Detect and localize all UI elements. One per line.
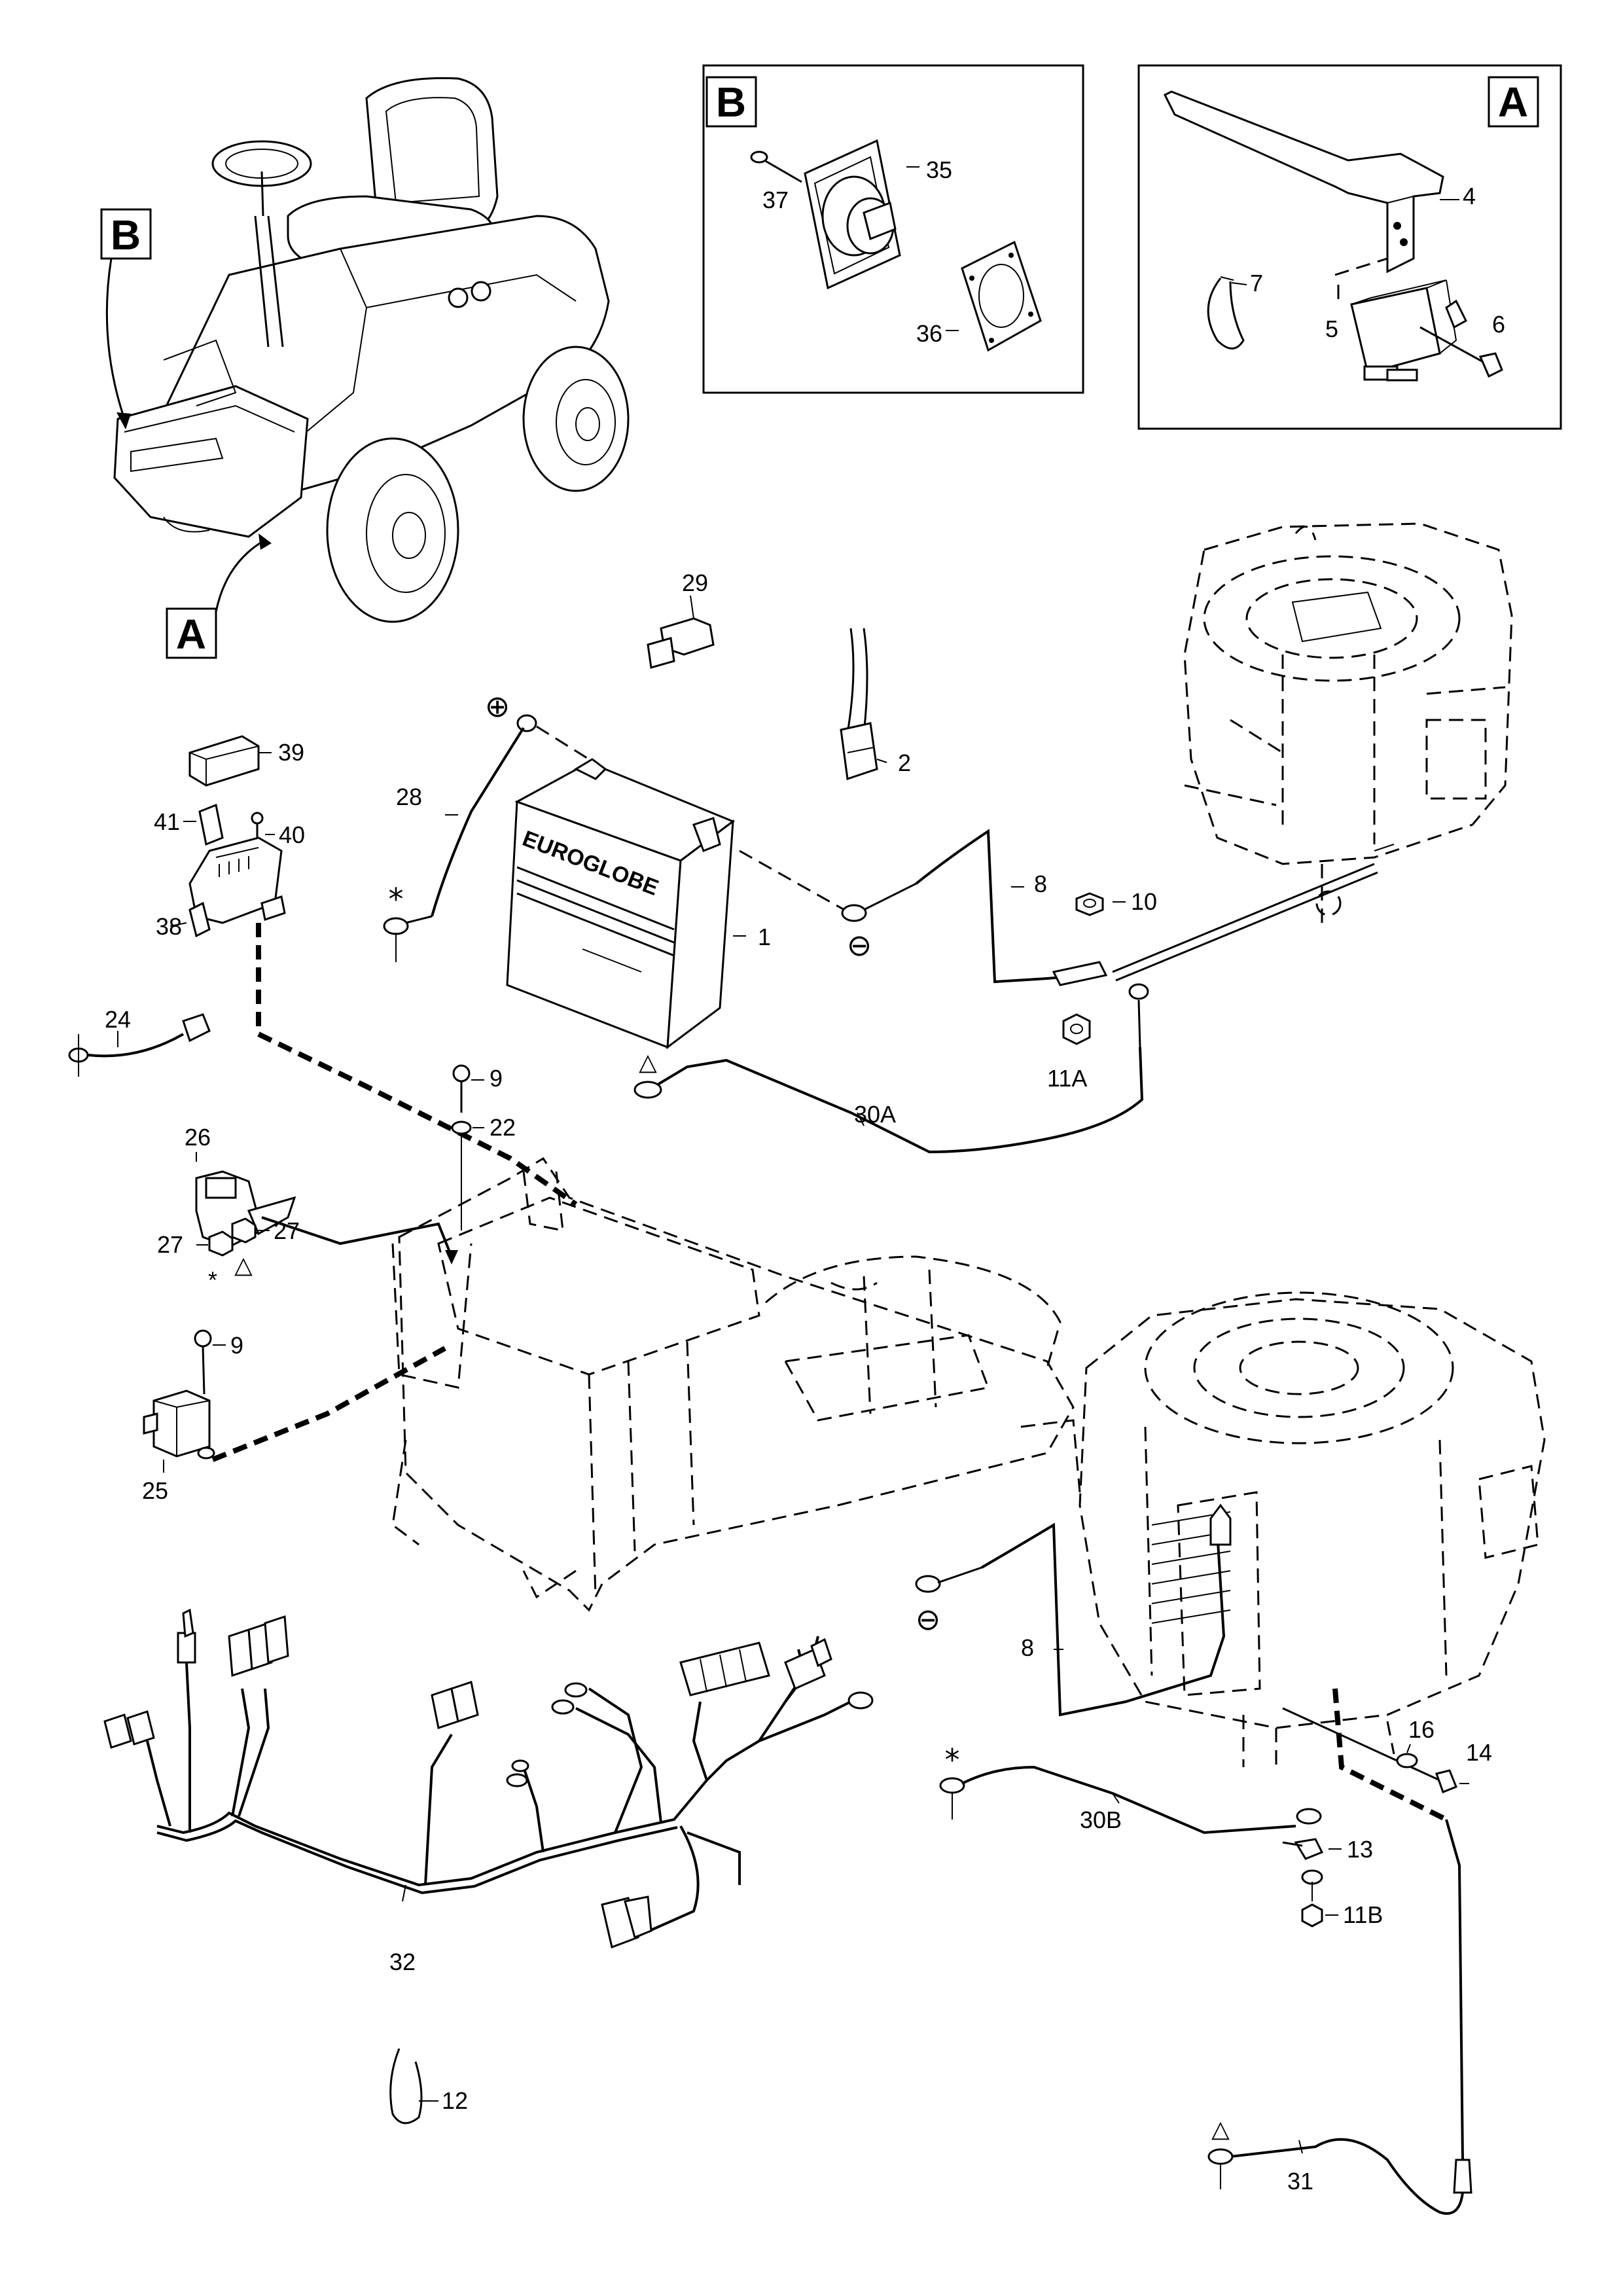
detail-view-b: B 37 35 36 xyxy=(702,64,1084,394)
ground-triangle-31: △ xyxy=(1211,2115,1230,2142)
fuse-holder-29 xyxy=(647,595,715,669)
riding-mower-illustration xyxy=(113,77,630,623)
cable-tie-12 xyxy=(389,2048,438,2125)
callout-35: 35 xyxy=(926,156,952,183)
mower-pointer-b-label: B xyxy=(111,211,141,259)
strap-2 xyxy=(840,628,887,780)
negative-terminal-symbol: ⊖ xyxy=(847,927,872,963)
positive-cable-28 xyxy=(383,714,590,962)
detail-b-label: B xyxy=(716,79,746,126)
chassis-frame-outline xyxy=(391,1157,1081,1612)
callout-41: 41 xyxy=(154,808,180,835)
callout-27-right: 27 xyxy=(274,1217,300,1244)
callout-6: 6 xyxy=(1492,311,1505,338)
callout-13: 13 xyxy=(1347,1836,1373,1863)
washer-16 xyxy=(1396,1744,1418,1768)
cover-39 xyxy=(188,735,272,787)
nut-27-left xyxy=(196,1230,234,1257)
callout-38: 38 xyxy=(156,913,182,940)
positive-terminal-symbol: ⊕ xyxy=(485,689,510,724)
callout-11a: 11A xyxy=(1047,1065,1087,1092)
callout-28: 28 xyxy=(396,783,422,810)
negative-cable-8-lower xyxy=(915,1503,1232,1717)
screw-37 xyxy=(750,151,802,183)
mower-pointer-a: A xyxy=(166,533,272,659)
callout-7: 7 xyxy=(1250,270,1263,296)
relay-26 xyxy=(195,1152,458,1265)
lower-engine-outline xyxy=(1079,1291,1546,1767)
bracket-4 xyxy=(1163,90,1459,274)
engine-ground-strap xyxy=(1112,844,1395,982)
battery-1: EUROGLOBE xyxy=(506,758,746,1050)
callout-11b: 11B xyxy=(1343,1901,1383,1928)
nut-10 xyxy=(1075,892,1126,916)
callout-4: 4 xyxy=(1463,183,1476,209)
callout-30a: 30A xyxy=(854,1101,896,1128)
fuse-block-38 xyxy=(169,836,578,1207)
callout-8-upper: 8 xyxy=(1034,870,1047,897)
ground-cable-30a xyxy=(633,983,1149,1154)
callout-22: 22 xyxy=(490,1114,516,1141)
callout-24: 24 xyxy=(105,1006,131,1033)
callout-39: 39 xyxy=(278,739,304,766)
ignition-switch-35 xyxy=(804,139,901,290)
wiring-harness-32 xyxy=(103,1608,874,1949)
callout-32: 32 xyxy=(389,1948,416,1975)
cable-tie-7 xyxy=(1207,276,1247,350)
callout-40: 40 xyxy=(279,821,305,848)
wire-24 xyxy=(68,1013,211,1077)
ground-triangle-30a: △ xyxy=(639,1049,657,1075)
terminal-13 xyxy=(1282,1838,1342,1860)
nut-11a xyxy=(1062,1013,1091,1045)
ground-triangle-27: △ xyxy=(234,1251,253,1278)
washer-22 xyxy=(451,1121,484,1230)
callout-31: 31 xyxy=(1287,2168,1313,2195)
ground-star-27: * xyxy=(208,1266,217,1293)
ground-star-30b: * xyxy=(945,1742,960,1778)
callout-25: 25 xyxy=(142,1477,168,1504)
screw-6 xyxy=(1419,326,1503,378)
ground-star-28: * xyxy=(389,882,404,917)
callout-9-lower: 9 xyxy=(230,1332,243,1359)
callout-8-lower: 8 xyxy=(1021,1634,1034,1661)
ground-cable-31 xyxy=(1207,1688,1472,2215)
screw-9-lower xyxy=(194,1329,226,1395)
callout-1: 1 xyxy=(758,924,771,950)
callout-29: 29 xyxy=(682,569,708,596)
callout-9-upper: 9 xyxy=(490,1065,503,1092)
screw-9-upper xyxy=(452,1064,484,1113)
callout-12: 12 xyxy=(442,2087,468,2114)
callout-10: 10 xyxy=(1131,888,1157,915)
fuse-41 xyxy=(183,803,224,846)
detail-a-label: A xyxy=(1498,79,1528,126)
detail-view-a: A 4 7 xyxy=(1137,64,1562,430)
mower-pointer-a-label: A xyxy=(176,611,206,658)
upper-engine-outline xyxy=(1183,522,1513,929)
callout-14: 14 xyxy=(1466,1739,1492,1766)
ground-cable-30b xyxy=(939,1765,1322,1835)
negative-cable-8-upper xyxy=(739,829,1108,986)
safety-switch-5 xyxy=(1334,257,1467,382)
nut-11b xyxy=(1301,1869,1338,1928)
gasket-36 xyxy=(961,240,1042,352)
bolt-14 xyxy=(1282,1707,1469,1793)
mower-pointer-b: B xyxy=(100,208,152,429)
callout-2: 2 xyxy=(898,749,911,776)
callout-30b: 30B xyxy=(1080,1806,1122,1833)
callout-5: 5 xyxy=(1325,315,1338,342)
callout-36: 36 xyxy=(916,320,942,347)
callout-26: 26 xyxy=(185,1124,211,1151)
relay-25 xyxy=(143,1346,446,1473)
nut-27-right xyxy=(231,1217,270,1244)
callout-27-left: 27 xyxy=(157,1231,183,1258)
callout-16: 16 xyxy=(1408,1716,1435,1743)
callout-37: 37 xyxy=(762,187,789,213)
engine-negative-symbol: ⊖ xyxy=(916,1602,941,1637)
